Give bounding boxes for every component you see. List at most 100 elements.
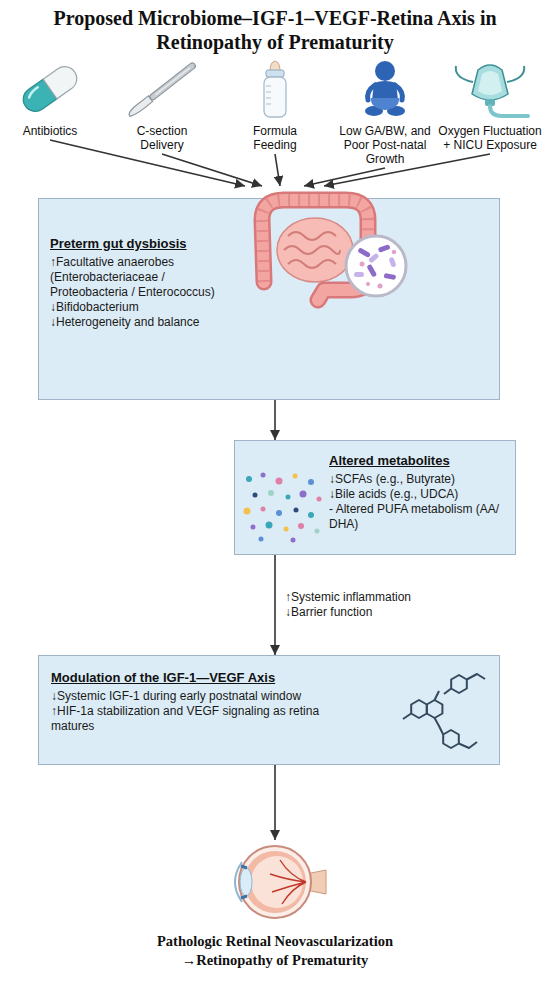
gut-illustration bbox=[378, 284, 383, 289]
molecule-illustration bbox=[403, 691, 439, 719]
metabolite-dots bbox=[315, 529, 320, 534]
metabolite-dots bbox=[261, 507, 266, 512]
metabolite-dots bbox=[244, 508, 251, 515]
gut-illustration bbox=[368, 253, 380, 264]
metabolite-dots bbox=[251, 525, 256, 530]
metabolite-dots bbox=[298, 523, 304, 529]
gut-illustration bbox=[277, 218, 353, 282]
gut-illustration bbox=[366, 264, 377, 278]
capsule-icon bbox=[19, 62, 82, 116]
metabolite-dots bbox=[261, 473, 266, 478]
outcome-node: Pathologic Retinal Neovascularization →R… bbox=[120, 840, 430, 970]
factor-label: Oxygen Fluctuation + NICU Exposure bbox=[436, 124, 544, 152]
metabolite-dots bbox=[276, 510, 282, 516]
metabolite-dots bbox=[294, 508, 299, 513]
box-item: ↓SCFAs (e.g., Butyrate) bbox=[329, 472, 507, 487]
eye-illustration bbox=[244, 851, 306, 913]
text-column: Altered metabolites ↓SCFAs (e.g., Butyrat… bbox=[329, 453, 507, 532]
metabolite-dots bbox=[293, 474, 298, 479]
box-item: ↓Heterogeneity and balance bbox=[50, 315, 226, 330]
bottle-icon bbox=[266, 70, 284, 77]
eye-illustration bbox=[239, 846, 311, 918]
molecule-illustration bbox=[389, 664, 494, 759]
metabolite-dots bbox=[284, 527, 289, 532]
box-heading: Preterm gut dysbiosis bbox=[50, 236, 226, 252]
baby-icon bbox=[368, 85, 375, 100]
metabolite-dots bbox=[266, 522, 273, 529]
box-item: - Altered PUFA metabolism (AA/ DHA) bbox=[329, 502, 507, 532]
edge-label-box: ↑Systemic inflammation ↓Barrier function bbox=[285, 590, 425, 620]
metabolite-dots bbox=[286, 495, 291, 500]
box-heading: Altered metabolites bbox=[329, 453, 507, 469]
molecule-illustration bbox=[467, 674, 485, 680]
gut-illustration bbox=[360, 250, 397, 289]
gut-illustration bbox=[360, 262, 365, 267]
metabolite-dots bbox=[308, 479, 314, 485]
gut-illustration bbox=[378, 244, 391, 253]
oxygen-mask-icon bbox=[436, 58, 544, 120]
scalpel-icon bbox=[155, 68, 190, 95]
gut-illustration bbox=[284, 232, 340, 268]
metabolite-dots bbox=[308, 512, 314, 518]
metabolite-dots bbox=[300, 491, 307, 498]
flow-arrow bbox=[274, 555, 276, 655]
molecule-illustration bbox=[403, 674, 485, 748]
gut-illustration bbox=[366, 282, 370, 286]
title-box: Proposed Microbiome–IGF-1–VEGF-Retina Ax… bbox=[40, 6, 510, 54]
outcome-label: Pathologic Retinal Neovascularization →R… bbox=[125, 932, 425, 970]
box-item: ↑Facultative anaerobes (Enterobacteriace… bbox=[50, 255, 226, 300]
molecule-illustration bbox=[411, 700, 427, 718]
eye-illustration bbox=[120, 840, 430, 924]
factor-label: Formula Feeding bbox=[244, 124, 306, 152]
metabolite-dots bbox=[259, 537, 264, 542]
bottle-icon bbox=[235, 58, 315, 120]
diagram-title: Proposed Microbiome–IGF-1–VEGF-Retina Ax… bbox=[40, 6, 510, 54]
box-item: ↓Bifidobacterium bbox=[50, 300, 226, 315]
capsule-icon bbox=[27, 87, 40, 97]
box-item: ↓Bile acids (e.g., UDCA) bbox=[329, 487, 507, 502]
gut-illustration bbox=[384, 273, 397, 280]
risk-factor: Antibiotics bbox=[8, 58, 92, 138]
text-column: Modulation of the IGF-1—VEGF Axis↓System… bbox=[51, 670, 346, 734]
gut-illustration bbox=[354, 272, 364, 277]
process-box: Preterm gut dysbiosis ↑Facultative anaero… bbox=[38, 186, 500, 400]
flow-arrow bbox=[162, 154, 262, 186]
eye-illustration bbox=[241, 866, 247, 898]
molecule-illustration bbox=[443, 730, 459, 748]
molecule-illustration bbox=[444, 689, 451, 695]
scalpel-icon bbox=[117, 58, 207, 120]
scalpel-icon bbox=[127, 96, 153, 118]
box-item: ↓Systemic IGF-1 during early postnatal w… bbox=[51, 689, 346, 704]
metabolite-dots bbox=[241, 469, 326, 544]
metabolite-dots bbox=[246, 476, 252, 482]
baby-icon bbox=[371, 98, 399, 110]
box-item: ↑HIF-1a stabilization and VEGF signaling… bbox=[51, 704, 346, 734]
gut-illustration bbox=[388, 257, 396, 268]
gut-illustration bbox=[357, 247, 371, 258]
edge-label: ↑Systemic inflammation ↓Barrier function bbox=[285, 590, 425, 620]
gut-illustration bbox=[346, 236, 406, 296]
baby-icon bbox=[375, 61, 395, 81]
risk-factor: Formula Feeding bbox=[235, 58, 315, 152]
oxygen-mask-icon bbox=[478, 71, 502, 95]
baby-icon bbox=[395, 85, 402, 100]
eye-illustration bbox=[240, 868, 252, 896]
flow-arrow bbox=[274, 400, 276, 440]
scalpel-icon bbox=[149, 62, 197, 101]
risk-factor: Low GA/BW, and Poor Post-natal Growth bbox=[330, 58, 440, 166]
capsule-icon bbox=[8, 58, 92, 120]
factor-label: Low GA/BW, and Poor Post-natal Growth bbox=[334, 124, 436, 166]
gut-illustration bbox=[228, 186, 408, 304]
oxygen-mask-icon bbox=[472, 65, 508, 100]
flow-arrow bbox=[324, 154, 490, 186]
factor-label: C-section Delivery bbox=[126, 124, 198, 152]
molecule-illustration bbox=[435, 718, 477, 748]
flow-arrow bbox=[275, 154, 280, 186]
risk-factor: Oxygen Fluctuation + NICU Exposure bbox=[436, 58, 544, 152]
oxygen-mask-icon bbox=[490, 106, 528, 116]
bottle-icon bbox=[266, 86, 271, 104]
capsule-icon bbox=[43, 62, 81, 99]
eye-illustration bbox=[270, 860, 306, 904]
metabolite-dots bbox=[268, 490, 274, 496]
